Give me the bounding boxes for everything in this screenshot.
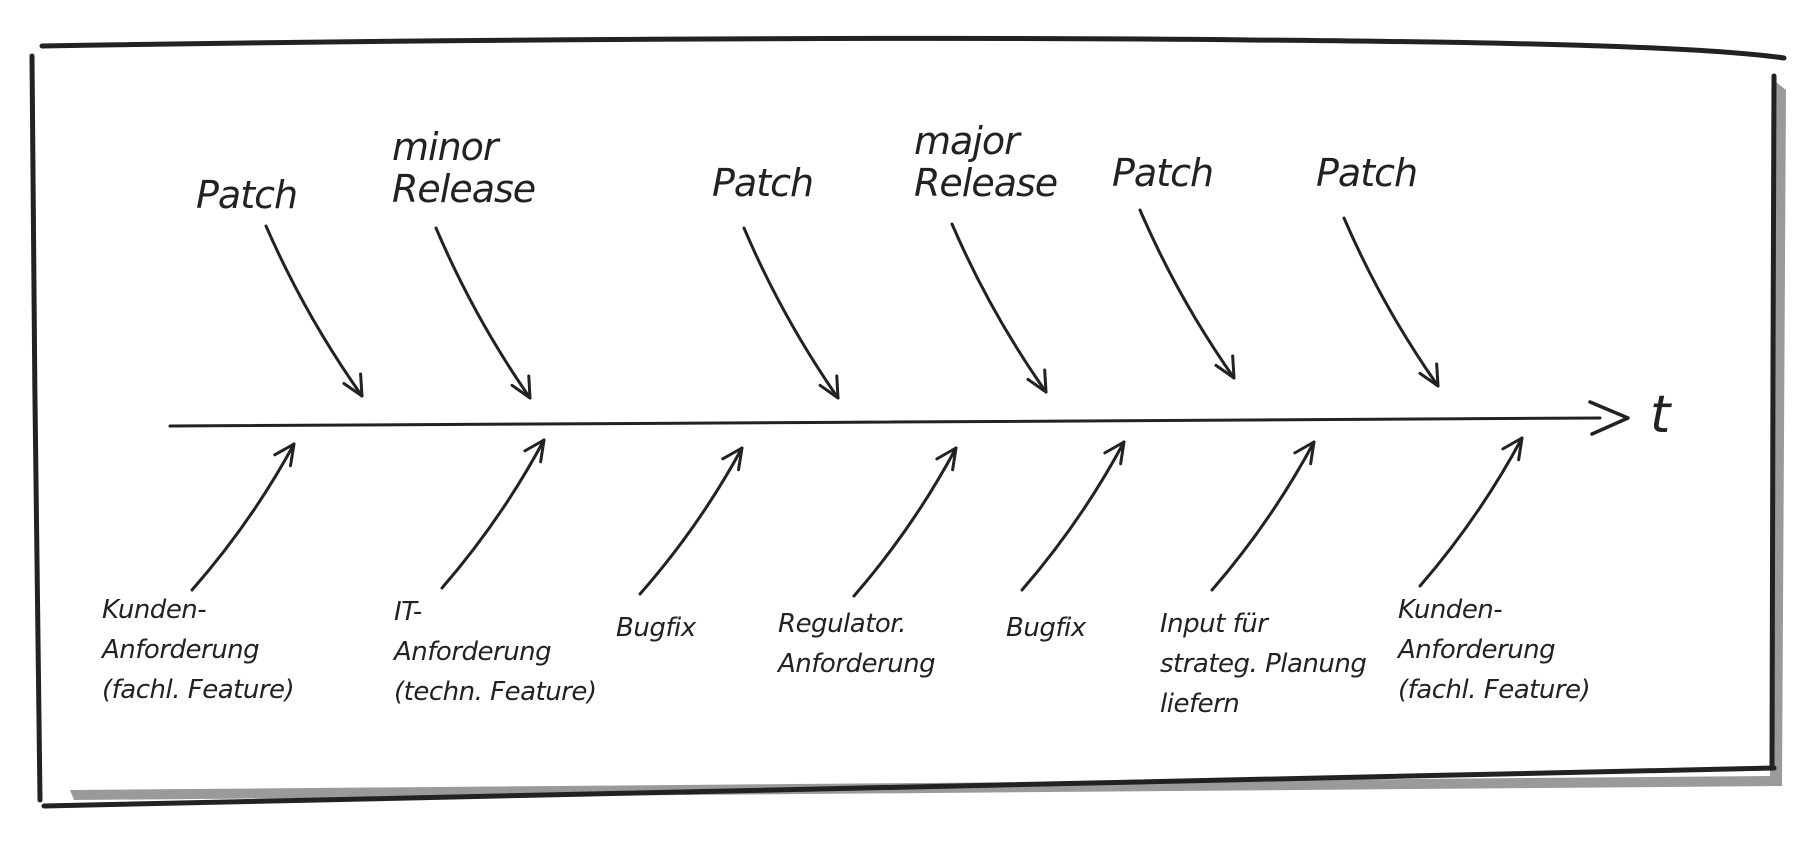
release-arrow-head: [1214, 354, 1236, 380]
trigger-arrow-head: [1293, 440, 1316, 466]
release-arrow: [742, 226, 840, 400]
release-arrow: [264, 224, 364, 398]
trigger-arrow: [440, 438, 546, 590]
release-arrow: [434, 226, 532, 400]
release-arrow: [1138, 208, 1236, 380]
release-arrow-head: [1026, 368, 1048, 394]
trigger-label: liefern: [1160, 689, 1239, 719]
arrows: [190, 208, 1524, 598]
timeline-axis: [168, 416, 1602, 428]
trigger-label: Anforderung: [776, 649, 935, 679]
release-label: Release: [392, 167, 535, 211]
trigger-arrow-head: [273, 442, 296, 468]
trigger-label: (techn. Feature): [394, 677, 597, 707]
trigger-arrow: [1210, 440, 1316, 592]
release-arrow: [950, 222, 1048, 394]
trigger-arrow: [190, 442, 296, 592]
release-arrow-head: [342, 372, 364, 398]
release-label: Patch: [1316, 151, 1417, 195]
release-label: Patch: [196, 173, 297, 217]
trigger-arrow-head: [1501, 436, 1524, 462]
trigger-label: Kunden-: [102, 595, 206, 625]
trigger-label: Regulator.: [778, 609, 906, 639]
trigger-arrow-head: [935, 446, 958, 472]
release-arrow-head: [1418, 362, 1440, 388]
trigger-arrow: [1418, 436, 1524, 588]
release-arrow: [1342, 216, 1440, 388]
trigger-label: strateg. Planung: [1160, 649, 1366, 679]
release-label: Release: [914, 161, 1057, 205]
trigger-label: Input für: [1160, 609, 1270, 639]
timeline-axis-arrowhead: [1588, 400, 1630, 436]
frame-border: [29, 35, 1787, 809]
release-label: Patch: [712, 161, 813, 205]
trigger-label: Kunden-: [1398, 595, 1502, 625]
trigger-arrow: [1020, 440, 1126, 592]
release-label: major: [914, 119, 1022, 163]
trigger-arrow-head: [523, 438, 546, 464]
release-arrow-head: [818, 374, 840, 400]
release-label: minor: [392, 125, 501, 169]
trigger-label: Bugfix: [616, 613, 697, 643]
trigger-arrow: [638, 446, 744, 596]
release-label: Patch: [1112, 151, 1213, 195]
trigger-label: Bugfix: [1006, 613, 1087, 643]
trigger-label: Anforderung: [1396, 635, 1555, 665]
release-arrow-head: [510, 374, 532, 400]
trigger-label: IT-: [394, 597, 422, 627]
trigger-labels: Kunden- Anforderung (fachl. Feature) IT- Anf…: [100, 595, 1591, 719]
trigger-label: (fachl. Feature): [102, 675, 294, 705]
trigger-arrow-head: [721, 446, 744, 472]
trigger-label: Anforderung: [100, 635, 259, 665]
axis-label: t: [1650, 385, 1672, 445]
trigger-label: Anforderung: [392, 637, 551, 667]
trigger-arrow: [852, 446, 958, 598]
trigger-arrow-head: [1103, 440, 1126, 466]
trigger-label: (fachl. Feature): [1398, 675, 1590, 705]
